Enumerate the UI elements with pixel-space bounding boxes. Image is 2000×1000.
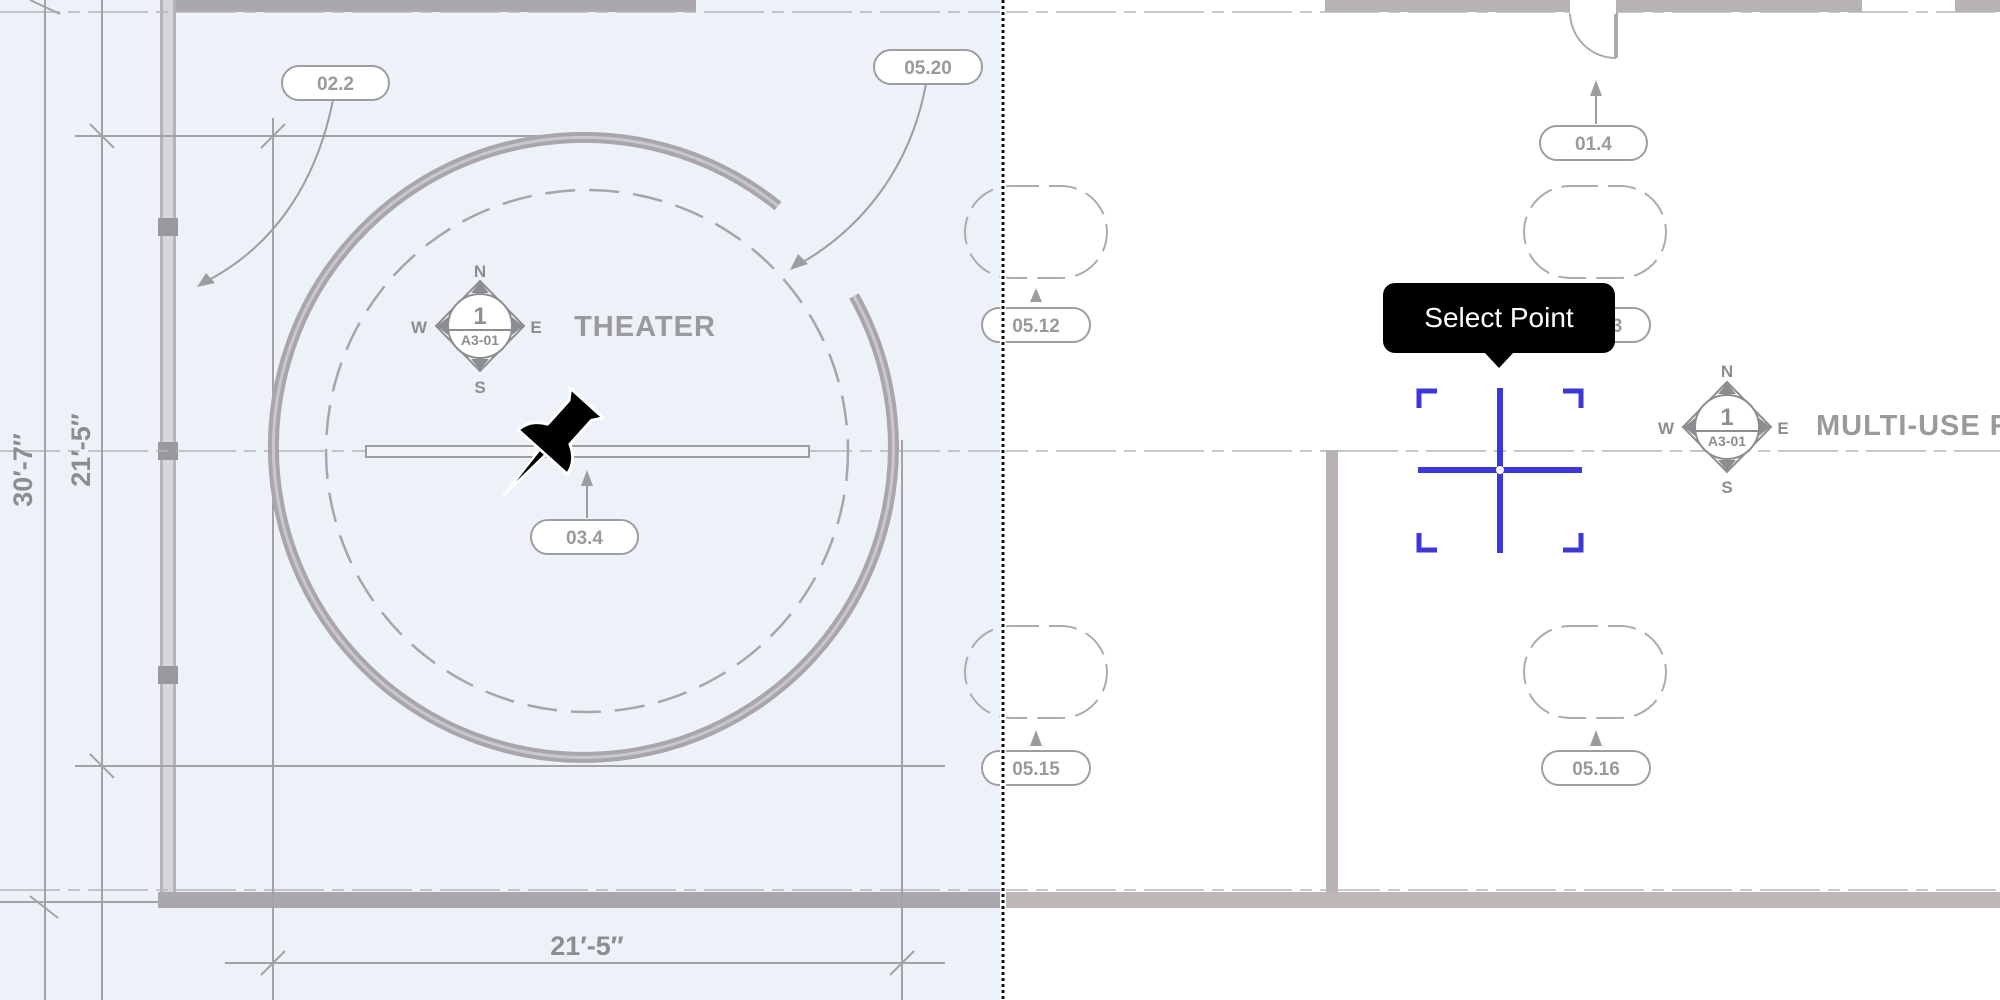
compass-marker-theater: 1 A3-01 N S E W [411,262,542,397]
crosshair-icon[interactable] [1416,388,1584,553]
compass-west: W [411,318,428,337]
dimension-label-inner: 21′-5″ [66,413,96,487]
furniture-capsule [1523,185,1667,279]
compass-south: S [1721,478,1732,497]
tag-05-15[interactable] [981,750,1091,786]
tag-05-16[interactable] [1541,750,1651,786]
tag-01-4[interactable] [1539,125,1648,161]
tag-label: 3 [1612,316,1623,337]
tag-03-4[interactable] [530,519,639,555]
tag-05-12[interactable] [981,307,1091,343]
compass-sheet: A3-01 [1708,433,1746,449]
pushpin-icon[interactable] [479,381,611,517]
dimension-label-bottom: 21′-5″ [550,931,624,961]
compass-south: S [474,378,485,397]
tag-label: 05.12 [1012,316,1060,337]
walls [158,0,2000,908]
stage-bar [365,445,810,458]
compass-number: 1 [1720,404,1733,431]
furniture-capsule [964,625,1108,719]
south-wall-left [158,892,1002,908]
tag-label: 03.4 [566,528,603,549]
compass-sheet: A3-01 [461,332,499,348]
dimension-lines [0,0,945,1000]
tag-05-20[interactable] [873,49,983,85]
compass-number: 1 [473,303,486,330]
south-wall-right [1002,892,2000,908]
compass-west: W [1658,419,1675,438]
room-label-multi-use: MULTI-USE R [1816,410,2000,442]
north-wall-left [176,0,696,12]
arrowheads [197,80,1602,746]
theater-ring [268,131,899,763]
tag-label: 01.4 [1575,134,1612,155]
tag-label: 05.15 [1012,759,1060,780]
compass-east: E [1777,419,1788,438]
compass-east: E [530,318,541,337]
keynote-tag-labels: 02.2 05.20 03.4 05.12 05.15 01.4 05.16 3 [317,58,1622,780]
compass-north: N [474,262,486,281]
partition-wall [1326,450,1338,892]
tag-02-2[interactable] [281,65,390,101]
furniture-capsule [1523,625,1667,719]
tag-label: 02.2 [317,74,354,95]
door [1569,0,1618,59]
compass-marker-multi-use: 1 A3-01 N S E W [1658,362,1789,497]
dimension-label-outer: 30′-7″ [8,433,38,507]
room-label-theater: THEATER [574,311,716,343]
tag-label: 05.16 [1572,759,1620,780]
keynote-tags [281,49,1651,786]
compass-north: N [1721,362,1733,381]
tag-label: 05.20 [904,58,952,79]
furniture-capsule [964,185,1108,279]
select-point-tooltip: Select Point [1383,283,1615,368]
furniture [964,185,1667,719]
